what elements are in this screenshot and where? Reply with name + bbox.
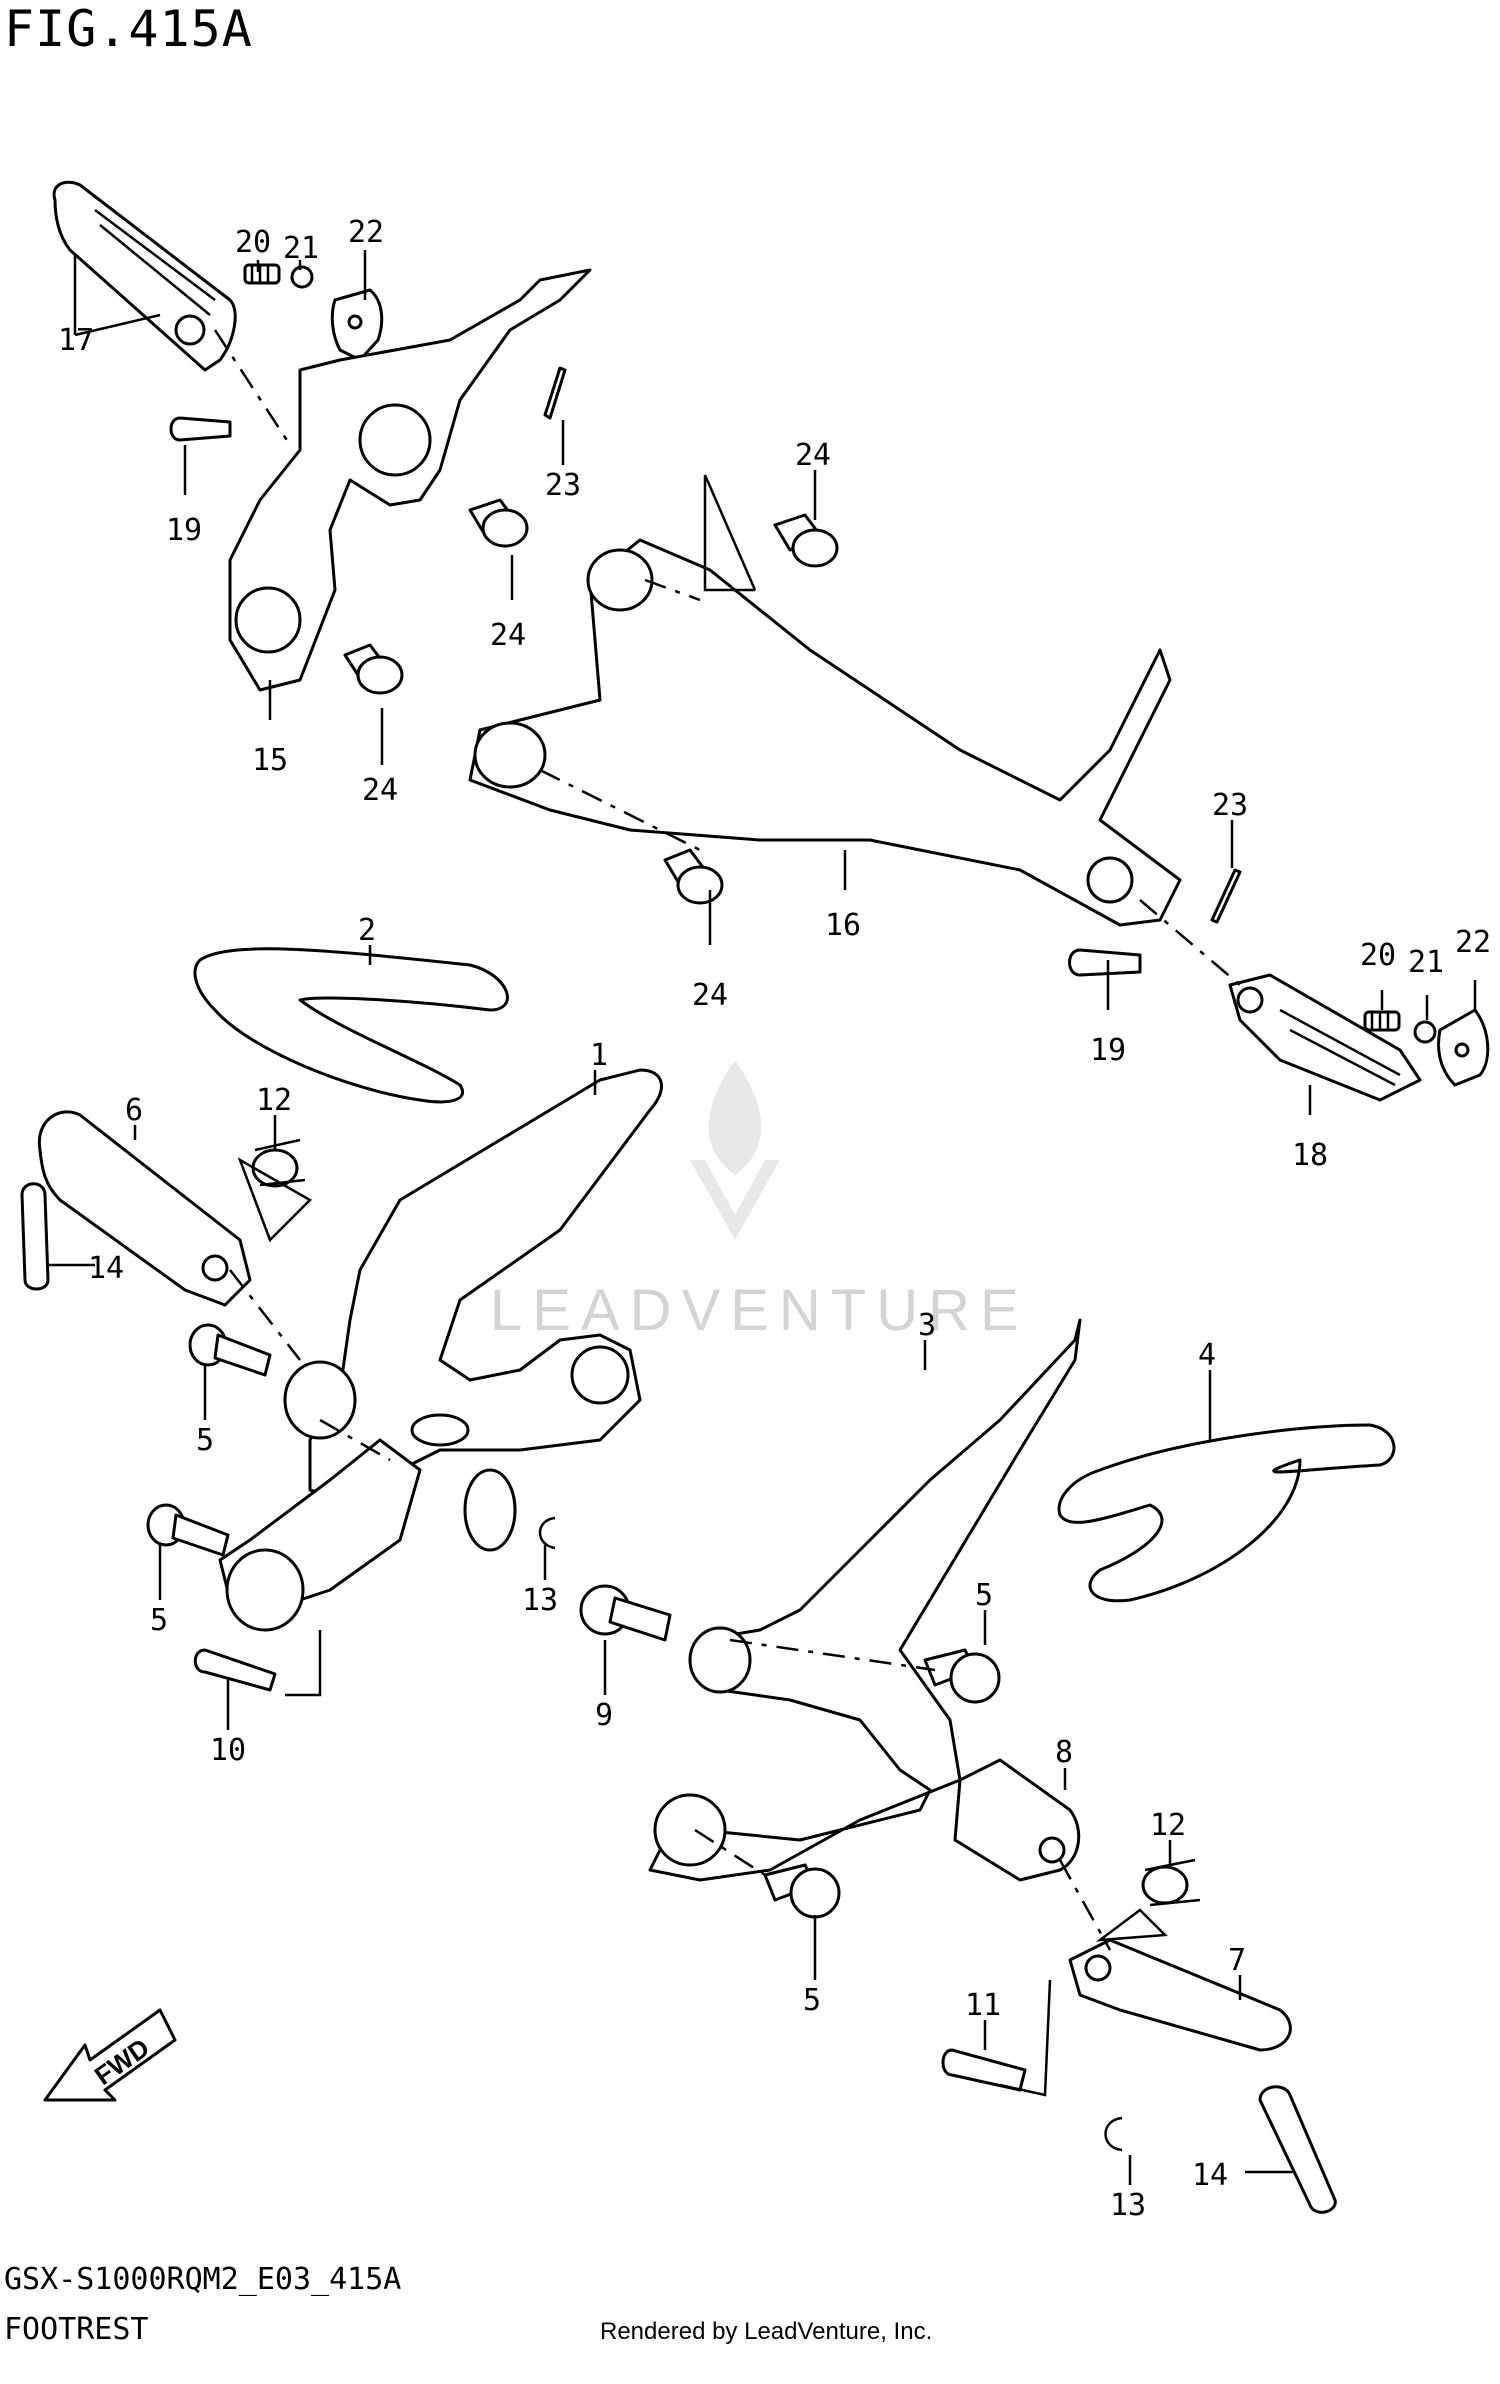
part-1-front-bracket-left[interactable] xyxy=(283,1068,663,1502)
part-24-bolt-b[interactable] xyxy=(343,643,404,695)
part-5-bolt-c[interactable] xyxy=(923,1648,1001,1704)
part-5-bolt-b[interactable] xyxy=(146,1503,230,1557)
watermark-text: LEADVENTURE xyxy=(490,1278,1029,1343)
part-12-spring-left[interactable] xyxy=(251,1138,306,1188)
callout-23b[interactable]: 23 xyxy=(1212,788,1248,823)
part-5-bolt-a[interactable] xyxy=(188,1323,272,1377)
callout-5d[interactable]: 5 xyxy=(803,1983,821,2018)
part-24-bolt-a[interactable] xyxy=(468,498,529,548)
callout-17[interactable]: 17 xyxy=(58,323,94,358)
part-16-rear-bracket-right[interactable] xyxy=(468,538,1182,927)
part-15-rear-bracket-left[interactable] xyxy=(228,268,592,692)
callout-23a[interactable]: 23 xyxy=(545,468,581,503)
callout-19a[interactable]: 19 xyxy=(166,513,202,548)
leadventure-watermark: LEADVENTURE xyxy=(490,1060,1029,1343)
callout-9[interactable]: 9 xyxy=(595,1698,613,1733)
callout-4[interactable]: 4 xyxy=(1198,1338,1216,1373)
callout-13b[interactable]: 13 xyxy=(1110,2188,1146,2223)
part-4-heel-guard-right[interactable] xyxy=(1057,1423,1396,1603)
callout-20a[interactable]: 20 xyxy=(235,225,271,260)
part-24-bolt-c[interactable] xyxy=(773,513,839,568)
callout-19b[interactable]: 19 xyxy=(1090,1033,1126,1068)
callout-8[interactable]: 8 xyxy=(1055,1735,1073,1770)
fwd-arrow-icon: FWD xyxy=(43,2008,177,2102)
callout-6[interactable]: 6 xyxy=(125,1093,143,1128)
figure-name: FOOTREST xyxy=(4,2312,149,2347)
callout-24c[interactable]: 24 xyxy=(362,773,398,808)
callout-12b[interactable]: 12 xyxy=(1150,1808,1186,1843)
part-1-lower-arm[interactable] xyxy=(218,1438,517,1632)
callout-24a[interactable]: 24 xyxy=(795,438,831,473)
callout-14a[interactable]: 14 xyxy=(88,1251,124,1286)
part-21-ball-right[interactable] xyxy=(1413,1020,1437,1044)
part-6-front-footpeg-left[interactable] xyxy=(37,1110,252,1307)
part-8-holder[interactable] xyxy=(953,1758,1081,1882)
render-credit: Rendered by LeadVenture, Inc. xyxy=(600,2318,933,2345)
part-17-rear-footpeg-left[interactable] xyxy=(52,180,237,372)
callout-22b[interactable]: 22 xyxy=(1455,925,1491,960)
part-7-front-footpeg-right[interactable] xyxy=(1068,1938,1292,2052)
callout-5c[interactable]: 5 xyxy=(975,1578,993,1613)
callout-21b[interactable]: 21 xyxy=(1408,945,1444,980)
model-code: GSX-S1000RQM2_E03_415A xyxy=(4,2262,402,2297)
callout-7[interactable]: 7 xyxy=(1228,1943,1246,1978)
figure-title: FIG.415A xyxy=(4,0,253,58)
part-3-front-bracket-right[interactable] xyxy=(648,1318,1082,1882)
part-5-bolt-d[interactable] xyxy=(763,1863,841,1919)
part-10-pin-left[interactable] xyxy=(193,1648,277,1692)
part-12-spring-right[interactable] xyxy=(1141,1858,1201,1907)
callout-labels: 1 2 3 4 5 5 5 5 6 7 8 9 10 11 12 12 13 1… xyxy=(58,215,1491,2223)
callout-22a[interactable]: 22 xyxy=(348,215,384,250)
part-19-pin-right[interactable] xyxy=(1068,948,1142,977)
part-14-pin-left[interactable] xyxy=(20,1182,50,1291)
part-22-plate-right[interactable] xyxy=(1437,1008,1490,1087)
callout-2[interactable]: 2 xyxy=(358,913,376,948)
part-23-cotter-pin-right[interactable] xyxy=(1210,868,1242,924)
part-22-plate-left[interactable] xyxy=(330,288,384,362)
part-19-pin-left[interactable] xyxy=(169,416,232,442)
callout-12a[interactable]: 12 xyxy=(256,1083,292,1118)
callout-24b[interactable]: 24 xyxy=(490,618,526,653)
part-23-cotter-pin-left[interactable] xyxy=(543,366,567,420)
callout-20b[interactable]: 20 xyxy=(1360,938,1396,973)
callout-16[interactable]: 16 xyxy=(825,908,861,943)
callout-3[interactable]: 3 xyxy=(918,1308,936,1343)
callout-1[interactable]: 1 xyxy=(590,1038,608,1073)
part-18-rear-footpeg-right[interactable] xyxy=(1228,973,1422,1102)
callout-15[interactable]: 15 xyxy=(252,743,288,778)
part-13-clip-left[interactable] xyxy=(538,1516,556,1550)
callout-5a[interactable]: 5 xyxy=(196,1423,214,1458)
callout-18[interactable]: 18 xyxy=(1292,1138,1328,1173)
callout-14b[interactable]: 14 xyxy=(1192,2158,1228,2193)
callout-5b[interactable]: 5 xyxy=(150,1603,168,1638)
part-20-spring-left[interactable] xyxy=(243,263,281,285)
part-20-spring-right[interactable] xyxy=(1363,1010,1401,1032)
part-11-pin-right[interactable] xyxy=(941,2048,1027,2092)
part-2-heel-guard-left[interactable] xyxy=(193,947,509,1104)
part-9-bolt[interactable] xyxy=(579,1584,672,1642)
part-13-clip-right[interactable] xyxy=(1104,2116,1123,2152)
part-21-ball-left[interactable] xyxy=(290,265,314,289)
callout-21a[interactable]: 21 xyxy=(283,231,319,266)
callout-11[interactable]: 11 xyxy=(965,1988,1001,2023)
leader-lines xyxy=(48,250,1477,2185)
callout-24d[interactable]: 24 xyxy=(692,978,728,1013)
part-14-pin-right[interactable] xyxy=(1258,2085,1337,2214)
part-24-bolt-d[interactable] xyxy=(663,848,724,905)
callout-13a[interactable]: 13 xyxy=(522,1583,558,1618)
callout-10[interactable]: 10 xyxy=(210,1733,246,1768)
